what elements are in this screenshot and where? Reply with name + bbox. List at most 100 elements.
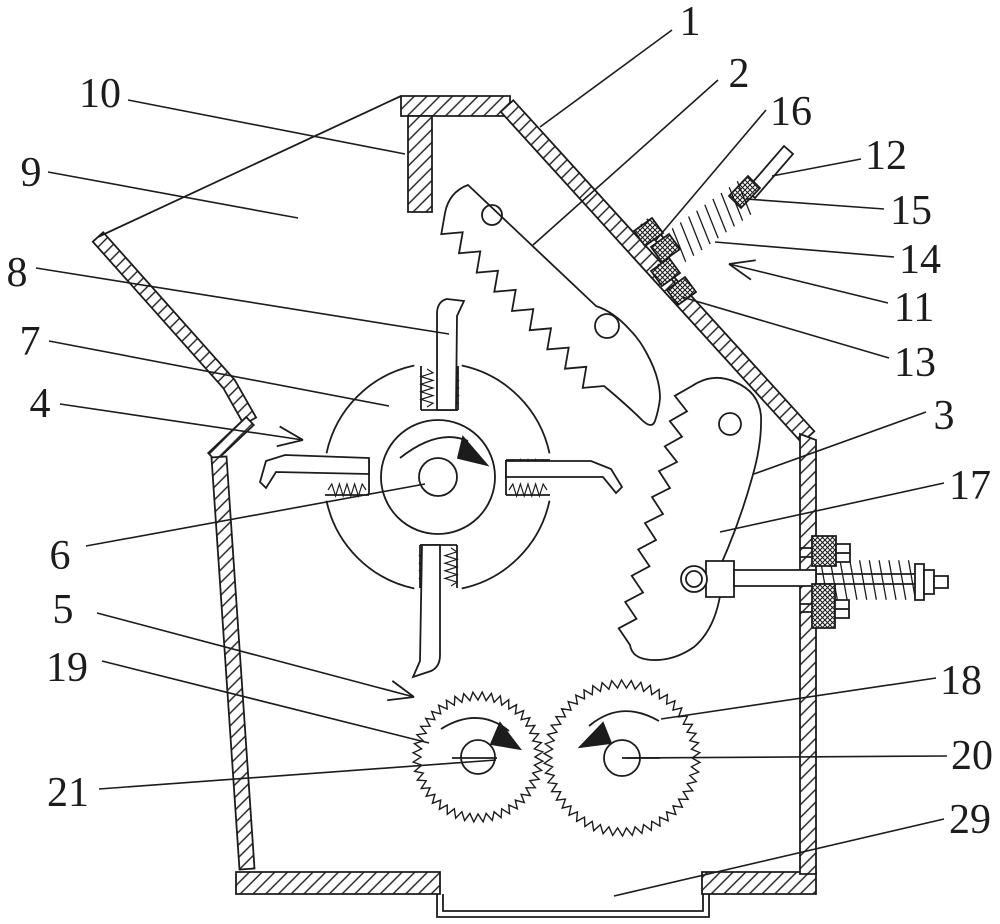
- rod-nut: [923, 569, 935, 595]
- ref-label-1-leader: [539, 29, 673, 128]
- ref-label-6-leader: [85, 483, 426, 547]
- tension-rod-spring: [819, 560, 917, 600]
- ref-label-17: 17: [949, 463, 991, 509]
- floor-left: [235, 871, 441, 895]
- ref-label-10-leader: [127, 99, 406, 155]
- ref-label-5-arrowbarb-1: [387, 696, 415, 702]
- lower-jaw-plate: [617, 376, 762, 661]
- ref-label-11-arrowbarb-0: [728, 263, 752, 281]
- ref-label-3-leader: [753, 411, 927, 475]
- ref-label-21-leader: [98, 759, 497, 790]
- discharge-tray: [436, 894, 710, 918]
- ref-label-4-arrowbarb-0: [279, 425, 304, 441]
- ref-label-16-leader: [655, 109, 767, 241]
- wall-bolt-upper-shaft: [800, 547, 812, 558]
- tension-rod: [733, 569, 817, 587]
- ref-label-13: 13: [894, 340, 936, 386]
- bolt-cluster-16a: [632, 216, 665, 248]
- ref-label-14: 14: [899, 237, 941, 283]
- rotor-rim: [325, 364, 551, 590]
- ref-label-1: 1: [680, 0, 701, 45]
- lower-jaw-bracket: [705, 560, 735, 598]
- ref-label-14-leader: [714, 241, 895, 258]
- ref-label-3: 3: [934, 393, 955, 439]
- housing-top-wall: [400, 95, 511, 117]
- floor-right: [701, 871, 817, 895]
- left-lower-wall: [210, 455, 256, 871]
- roof-edge-line: [97, 95, 402, 238]
- upper-jaw-hole: [481, 204, 503, 226]
- ref-label-7-leader: [48, 340, 390, 407]
- gear-right-arrow: [588, 710, 660, 727]
- ref-label-4: 4: [30, 381, 51, 427]
- bolt-cluster-16b: [649, 232, 682, 264]
- ref-label-7: 7: [20, 319, 41, 365]
- ref-label-11-arrowbarb-1: [728, 259, 756, 265]
- ref-label-9: 9: [21, 150, 42, 196]
- gear-right-arrowhead: [577, 721, 613, 749]
- ref-label-5: 5: [53, 587, 74, 633]
- ref-label-18-leader: [660, 677, 937, 720]
- rotor-mid-circle: [380, 419, 496, 535]
- jaw-spring-14: [671, 181, 752, 262]
- ref-label-9-leader: [47, 171, 299, 219]
- lower-jaw-eye-inner: [685, 570, 703, 588]
- slot-liner-s2: [443, 547, 459, 587]
- ref-label-20: 20: [951, 733, 993, 779]
- roller-gear-left: [411, 690, 545, 824]
- rod-washer: [914, 563, 925, 601]
- upper-jaw-plate: [440, 183, 661, 426]
- wall-bolt-lower-block: [811, 583, 836, 629]
- ref-label-10: 10: [79, 71, 121, 117]
- slot-liner-n1: [419, 368, 435, 408]
- ref-label-13-leader: [681, 296, 890, 359]
- rotor-blade-n: [436, 298, 466, 411]
- gear-left-hub: [460, 739, 496, 775]
- ref-label-16: 16: [770, 89, 812, 135]
- ref-label-12: 12: [865, 133, 907, 179]
- ref-label-11: 11: [894, 285, 934, 331]
- ref-label-4-leader: [59, 403, 304, 441]
- ref-label-8: 8: [7, 250, 28, 296]
- wall-bolt-upper-block: [811, 535, 837, 567]
- ref-label-5-leader: [96, 612, 415, 698]
- ref-label-5-arrowbarb-0: [391, 680, 415, 698]
- ref-label-2: 2: [729, 51, 750, 97]
- lower-jaw-eye-outer: [680, 565, 708, 593]
- ref-label-21: 21: [47, 770, 89, 816]
- ref-label-12-leader: [771, 158, 862, 177]
- rotor-blade-s: [411, 544, 441, 679]
- ref-label-18: 18: [940, 658, 982, 704]
- ref-label-15: 15: [890, 188, 932, 234]
- feed-notch-wall: [206, 415, 256, 463]
- slot-liner-w2: [327, 482, 367, 498]
- slot-liner-e2: [508, 482, 548, 498]
- inlet-baffle: [407, 115, 433, 213]
- rotor-blade-e: [505, 460, 624, 495]
- lower-jaw-hole: [718, 412, 742, 436]
- ref-label-29-leader: [613, 818, 945, 897]
- bolt-cluster-13a: [649, 256, 682, 288]
- ref-label-19-leader: [101, 660, 430, 744]
- ref-label-20-leader: [625, 755, 948, 759]
- ref-label-19: 19: [46, 645, 88, 691]
- spring-seat-15: [727, 174, 762, 210]
- ref-label-2-leader: [532, 79, 719, 246]
- right-wall: [799, 432, 817, 875]
- ref-label-29: 29: [949, 797, 991, 843]
- ref-label-11-leader: [728, 263, 889, 304]
- wall-bolt-lower-shaft: [800, 603, 812, 613]
- ref-label-17-leader: [719, 482, 945, 533]
- ref-label-6: 6: [50, 533, 71, 579]
- gear-left-arrowhead: [489, 721, 523, 751]
- ref-label-4-arrowbarb-1: [276, 439, 304, 448]
- rotor-blade-w: [258, 454, 370, 490]
- rod-end-stub: [933, 575, 949, 589]
- rotor-hub-circle: [418, 457, 458, 497]
- bolt-cluster-13b: [665, 275, 698, 307]
- rotor-rotation-arrowhead: [456, 435, 490, 467]
- ref-label-15-leader: [745, 198, 885, 210]
- upper-jaw-pivot-hole: [594, 313, 620, 339]
